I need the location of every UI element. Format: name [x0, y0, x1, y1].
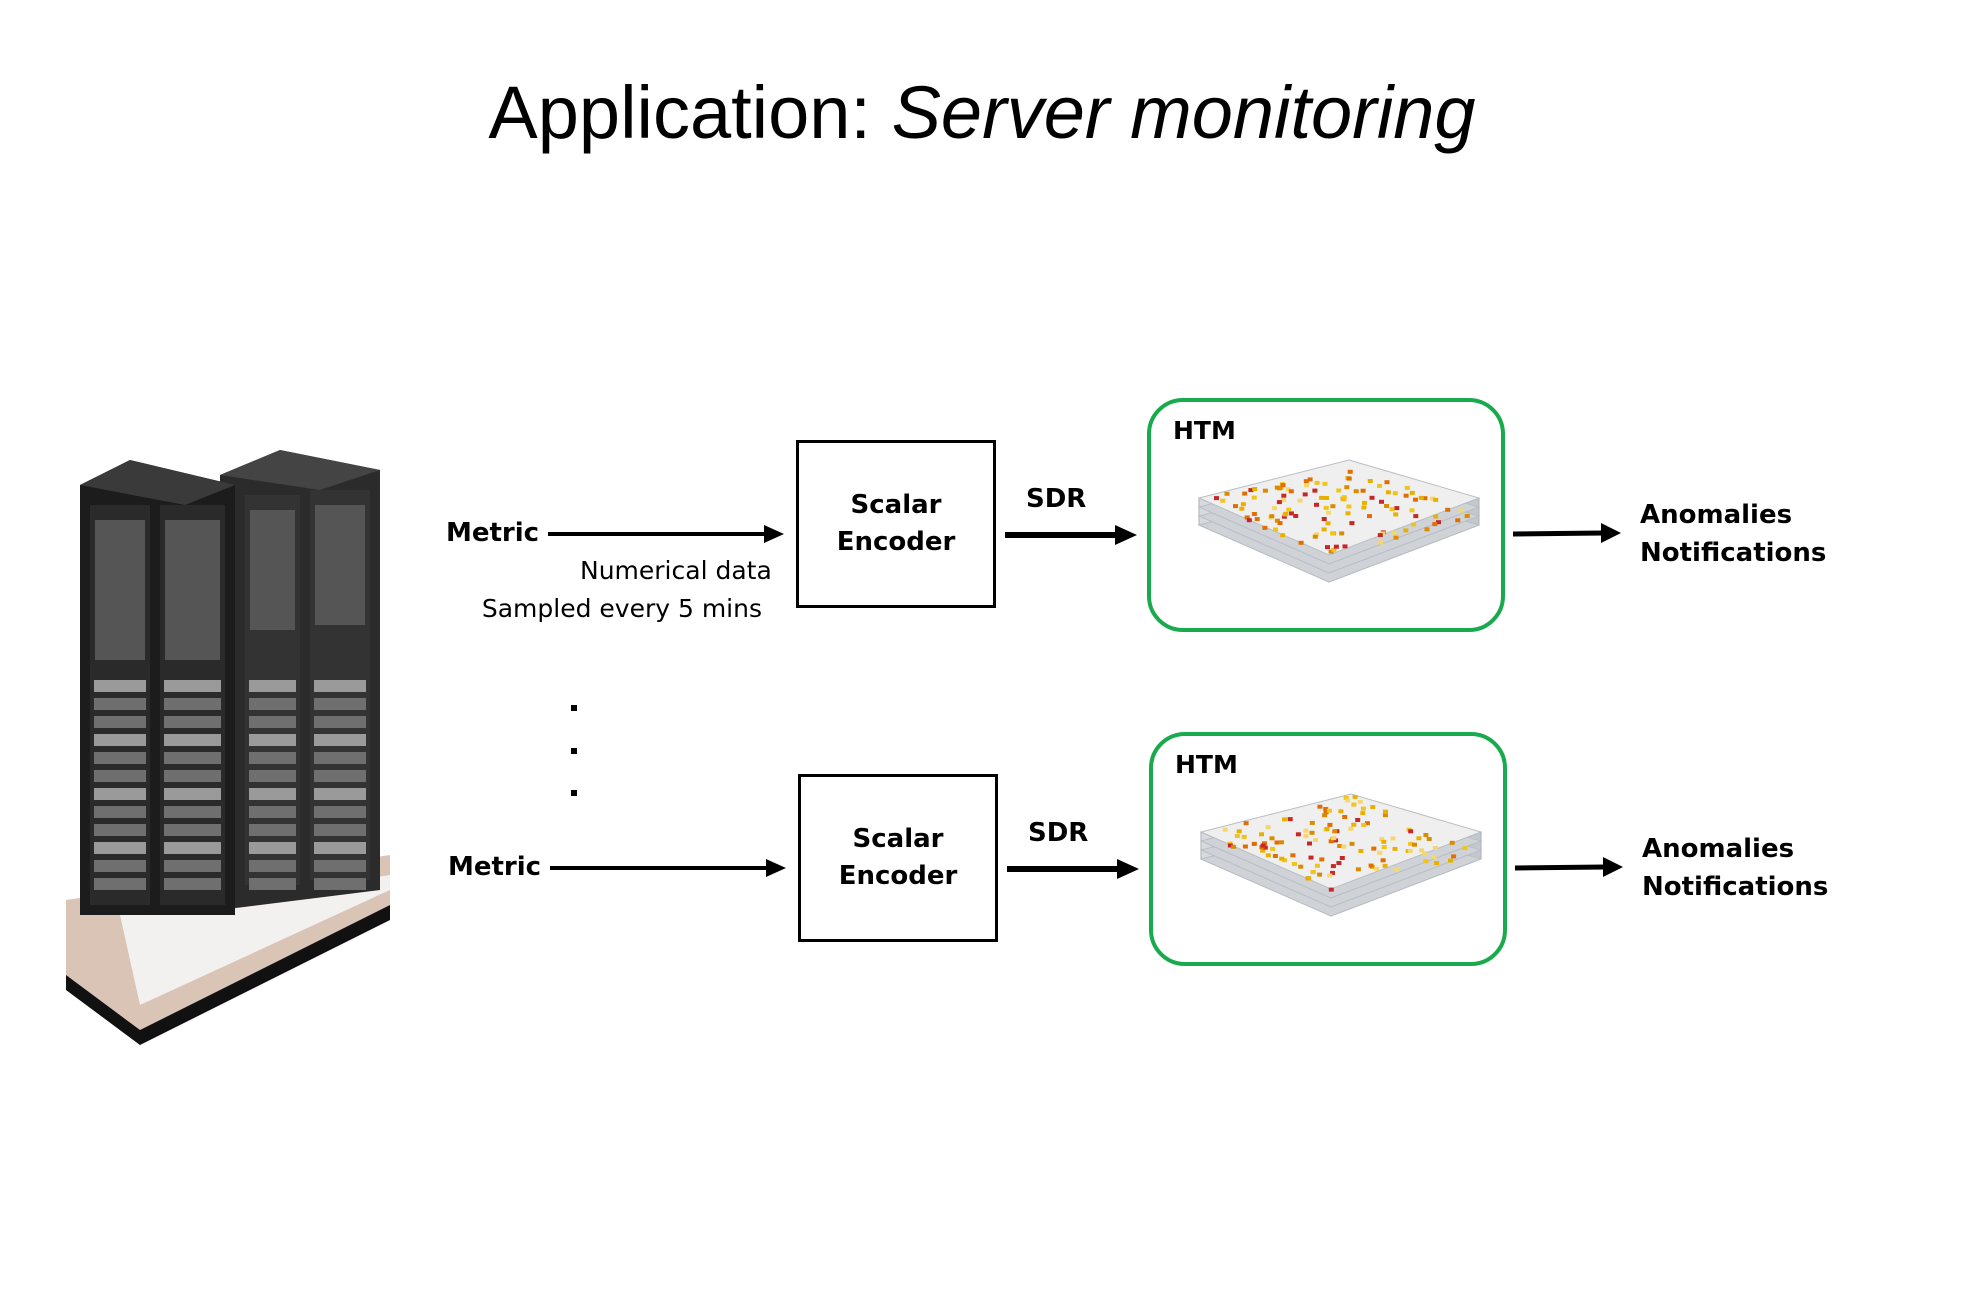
notifications-label-1: Notifications	[1640, 538, 1827, 568]
sdr-label-2: SDR	[1028, 818, 1089, 848]
title-italic: Server monitoring	[891, 71, 1476, 154]
ellipsis-dot	[571, 748, 577, 754]
anomalies-label-2: Anomalies	[1642, 834, 1795, 864]
sdr-label-1: SDR	[1026, 484, 1087, 514]
arrow-htm-to-output-2	[1514, 857, 1623, 877]
scalar-encoder-2: Scalar Encoder	[798, 774, 998, 942]
ellipsis-dot	[571, 790, 577, 796]
page-title: Application: Server monitoring	[488, 71, 1476, 154]
htm-cell-grid-icon	[1197, 459, 1481, 583]
htm-cell-grid-icon	[1199, 793, 1483, 917]
scalar-encoder-1: Scalar Encoder	[796, 440, 996, 608]
arrow-htm-to-output-1	[1512, 523, 1621, 543]
htm-label-1: HTM	[1173, 416, 1236, 445]
notifications-label-2: Notifications	[1642, 872, 1829, 902]
sampling-note: Sampled every 5 mins	[481, 594, 762, 623]
metric-label-2: Metric	[448, 852, 542, 882]
arrow-metric-to-encoder-2	[550, 859, 786, 877]
anomalies-label-1: Anomalies	[1640, 500, 1793, 530]
htm-label-2: HTM	[1175, 750, 1238, 779]
arrow-metric-to-encoder-1	[548, 525, 784, 543]
server-rack-icon	[66, 450, 390, 1045]
arrow-encoder-to-htm-1	[1005, 525, 1137, 545]
ellipsis-dot	[571, 705, 577, 711]
metric-label-1: Metric	[446, 518, 540, 548]
numerical-data-note: Numerical data	[580, 556, 772, 585]
htm-block-1: HTM	[1147, 398, 1505, 632]
htm-block-2: HTM	[1149, 732, 1507, 966]
arrow-encoder-to-htm-2	[1007, 859, 1139, 879]
